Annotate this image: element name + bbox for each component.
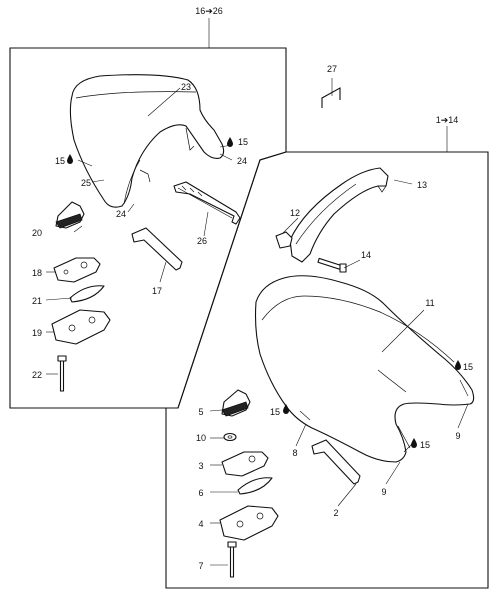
oil-drop-icon: [411, 438, 417, 448]
assembly-label-rear: 16➔26: [195, 6, 223, 16]
callout-label: 21: [32, 296, 42, 306]
frame-seat-assembly: [165, 151, 489, 589]
callout-label: 15: [463, 362, 473, 372]
callout-label: 26: [197, 236, 207, 246]
bracket-27: [321, 87, 341, 108]
callout-label: 14: [361, 250, 371, 260]
callout-label: 3: [198, 461, 203, 471]
callout-label: 8: [292, 448, 297, 458]
oil-drop-icons: [67, 137, 461, 448]
callout-label: 22: [32, 370, 42, 380]
callout-label: 24: [116, 209, 126, 219]
oil-drop-icon: [283, 404, 289, 414]
latch-20: [55, 201, 85, 229]
callout-label: 9: [455, 431, 460, 441]
base-19: [51, 309, 111, 345]
callout-label: 19: [32, 328, 42, 338]
bushing-12: [275, 231, 293, 249]
callout-label: 7: [198, 561, 203, 571]
callout-label: 11: [425, 298, 434, 308]
callout-label: 15: [55, 156, 65, 166]
hex-key-17: [131, 227, 183, 271]
callout-label: 9: [381, 487, 386, 497]
spring-21: [69, 285, 105, 303]
callout-label: 6: [198, 488, 203, 498]
callout-label: 5: [198, 407, 203, 417]
callout-label: 17: [152, 286, 162, 296]
callout-label: 10: [196, 433, 206, 443]
callout-label: 25: [81, 178, 91, 188]
callout-label: 23: [181, 82, 191, 92]
bracket-18: [53, 257, 101, 283]
callout-label: 15: [420, 440, 430, 450]
oil-drop-icon: [67, 154, 73, 164]
strap-26: [173, 181, 241, 225]
callout-label: 15: [270, 407, 280, 417]
washer-10: [223, 432, 237, 442]
callout-label: 24: [237, 156, 247, 166]
spring-6: [237, 477, 273, 495]
callout-label: 18: [32, 268, 42, 278]
screw-7: [227, 541, 237, 578]
bolt-14: [317, 257, 347, 273]
hex-key-8: [311, 439, 361, 485]
seat-11: [254, 275, 475, 463]
bracket-3: [221, 451, 269, 477]
callout-label: 15: [238, 137, 248, 147]
base-4: [219, 505, 279, 541]
oil-drop-icon: [227, 137, 233, 147]
callout-label: 4: [198, 519, 203, 529]
rear-seat-23: [69, 74, 225, 208]
latch-5: [221, 389, 251, 417]
callout-label: 27: [327, 64, 337, 74]
callout-label: 12: [290, 208, 300, 218]
oil-drop-icon: [455, 360, 461, 370]
leader-lines: [45, 78, 469, 566]
callout-label: 2: [333, 508, 338, 518]
screw-22: [57, 355, 67, 392]
assembly-label-seat: 1➔14: [436, 115, 459, 125]
grab-handle-13: [289, 167, 389, 263]
callout-label: 13: [417, 180, 427, 190]
callout-label: 20: [32, 228, 42, 238]
